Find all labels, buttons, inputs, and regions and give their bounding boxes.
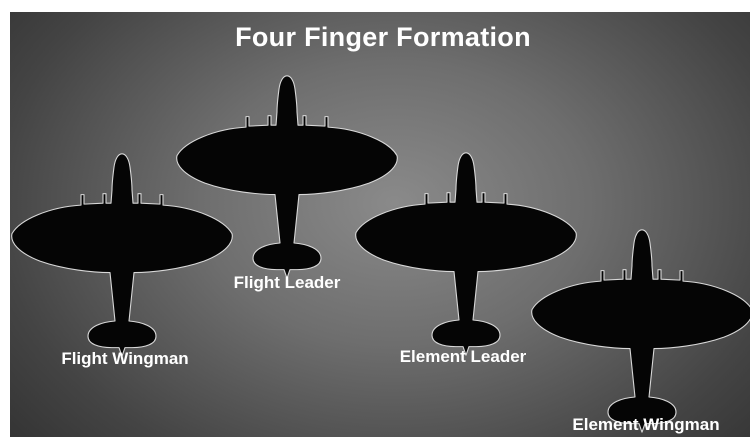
aircraft-silhouette: [12, 154, 233, 356]
aircraft-flight-wingman: Flight Wingman: [12, 154, 233, 368]
label-flight-wingman: Flight Wingman: [61, 349, 188, 368]
aircraft-element-leader: Element Leader: [356, 153, 577, 366]
aircraft-element-wingman: Element Wingman: [532, 230, 750, 434]
label-element-wingman: Element Wingman: [572, 415, 719, 434]
label-flight-leader: Flight Leader: [234, 273, 341, 292]
diagram-title: Four Finger Formation: [235, 22, 531, 52]
aircraft-silhouette: [532, 230, 750, 432]
aircraft-flight-leader: Flight Leader: [177, 76, 398, 292]
label-element-leader: Element Leader: [400, 347, 527, 366]
